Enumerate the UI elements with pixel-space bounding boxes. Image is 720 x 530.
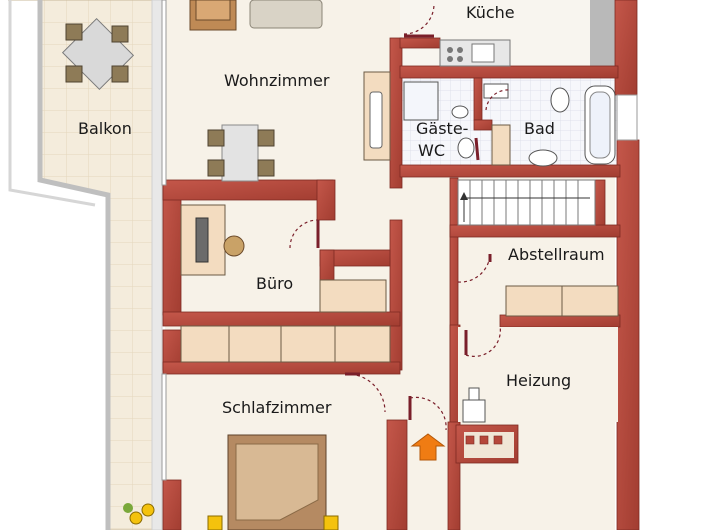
room-label-buero: Büro	[256, 274, 293, 293]
wc-fixtures	[403, 81, 475, 159]
room-label-balkon: Balkon	[78, 119, 132, 138]
balcony-table-set	[61, 17, 135, 91]
room-label-abstellraum: Abstellraum	[508, 245, 605, 264]
living-furniture	[189, 0, 391, 182]
bed	[207, 434, 339, 530]
bathroom-fixtures	[483, 83, 616, 167]
door-leaves	[316, 34, 492, 420]
boiler	[462, 399, 486, 423]
room-label-wohnzimmer: Wohnzimmer	[224, 71, 330, 90]
windows	[161, 0, 638, 481]
kitchen-counter-right	[590, 0, 616, 66]
room-label-gaeste-wc-line2: WC	[418, 141, 445, 160]
room-label-gaeste-wc-line1: Gäste-	[416, 119, 468, 138]
balcony-area	[8, 0, 163, 530]
heating-vents	[465, 435, 503, 445]
room-label-kueche: Küche	[466, 3, 515, 22]
room-label-bad: Bad	[524, 119, 555, 138]
entrance-arrow-icon	[410, 433, 446, 461]
room-label-heizung: Heizung	[506, 371, 571, 390]
staircase	[457, 179, 596, 226]
office-desk	[180, 204, 245, 276]
kitchen-fixtures	[439, 39, 511, 67]
cabinets	[180, 279, 619, 363]
boiler-top	[468, 387, 480, 401]
room-label-schlafzimmer: Schlafzimmer	[222, 398, 332, 417]
sunflower-icon	[123, 503, 155, 525]
